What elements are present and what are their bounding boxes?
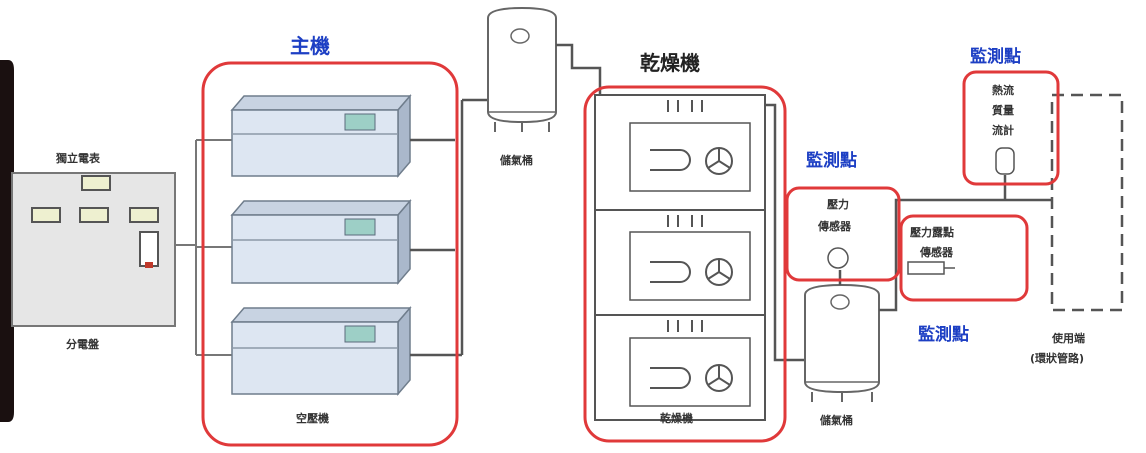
dryer-title: 乾燥機 xyxy=(640,51,700,75)
meter-box xyxy=(81,175,111,191)
dryer-stack xyxy=(594,94,766,421)
flow-meter-label: 流計 xyxy=(992,124,1014,137)
highlight-frame xyxy=(201,61,1060,447)
air-pipe xyxy=(838,175,1052,312)
receiver-tank-top xyxy=(487,6,557,132)
monitor-point-label: 監測點 xyxy=(918,325,969,345)
pressure-sensor-label: 壓力 xyxy=(827,198,849,211)
ring-pipeline xyxy=(1050,93,1124,312)
air-pipe xyxy=(556,43,602,95)
monitor-point-label: 監測點 xyxy=(806,151,857,171)
flow-meter-label: 熱流 xyxy=(992,84,1014,97)
panel-cable xyxy=(175,139,232,356)
dewpoint-sensor xyxy=(907,261,955,275)
receiver-tank-label: 儲氣桶 xyxy=(820,414,853,427)
main-unit-title: 主機 xyxy=(290,34,330,58)
flow-meter xyxy=(995,147,1015,175)
receiver-tank-bottom xyxy=(804,283,880,402)
independent-meter-label: 獨立電表 xyxy=(56,152,100,165)
ring-pipeline-label: (環狀管路) xyxy=(1030,352,1085,365)
distribution-panel-label: 分電盤 xyxy=(66,338,99,351)
use-area-label: 使用端 xyxy=(1052,332,1085,345)
air-pipe xyxy=(410,98,488,357)
dryer-unit-label: 乾燥機 xyxy=(660,412,693,425)
pressure-sensor-label: 傳感器 xyxy=(818,220,851,233)
breaker-box xyxy=(79,207,109,223)
breaker-box xyxy=(139,231,159,267)
pressure-gauge-icon xyxy=(830,294,850,310)
breaker-box xyxy=(129,207,159,223)
dewpoint-sensor-label: 傳感器 xyxy=(920,246,953,259)
compressor-unit xyxy=(230,198,412,286)
receiver-tank-label: 儲氣桶 xyxy=(500,154,533,167)
monitor-point-label: 監測點 xyxy=(970,47,1021,67)
distribution-panel xyxy=(11,172,176,327)
air-pipe xyxy=(765,103,808,362)
dewpoint-sensor-label: 壓力露點 xyxy=(910,226,954,239)
compressor-label: 空壓機 xyxy=(296,412,329,425)
pressure-gauge-icon xyxy=(510,28,530,44)
flow-meter-label: 質量 xyxy=(992,104,1014,117)
left-edge-bar xyxy=(0,60,14,422)
pressure-sensor xyxy=(827,247,849,269)
compressor-unit xyxy=(230,305,412,397)
compressor-unit xyxy=(230,93,412,179)
breaker-box xyxy=(31,207,61,223)
